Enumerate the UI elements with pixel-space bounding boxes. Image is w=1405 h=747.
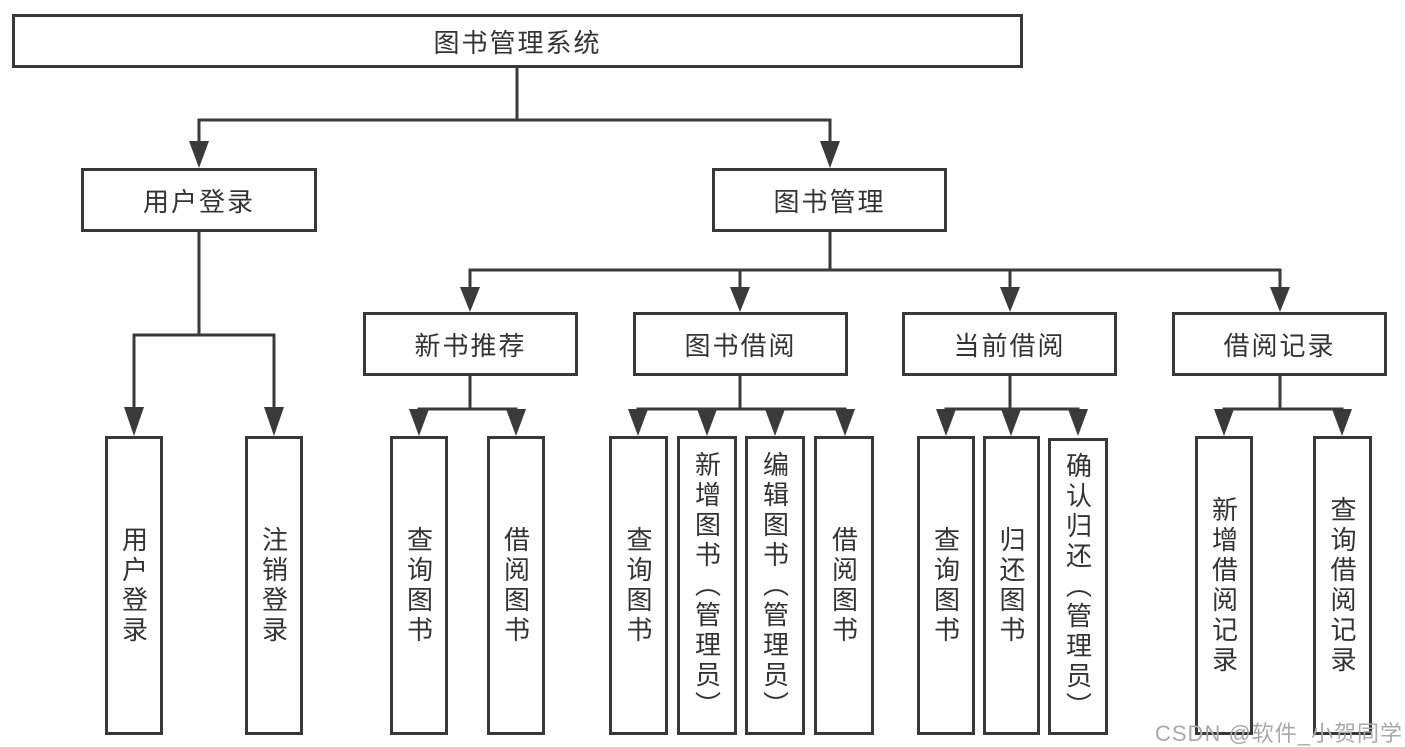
leaf-query-borrow-record: 查询借阅记录 bbox=[1313, 436, 1372, 735]
edges-new-book-recommend bbox=[409, 376, 526, 436]
node-new-book-recommend: 新书推荐 bbox=[363, 312, 578, 376]
arrowhead bbox=[936, 409, 956, 436]
arrowhead bbox=[1332, 409, 1352, 436]
node-label: 图书管理系统 bbox=[433, 27, 602, 58]
node-label: 当前借阅 bbox=[953, 330, 1066, 361]
edges-user-login bbox=[124, 232, 284, 436]
arrowhead bbox=[1270, 287, 1290, 312]
node-label: 新增借阅记录 bbox=[1208, 495, 1239, 676]
node-label: 归还图书 bbox=[996, 525, 1026, 646]
arrowhead bbox=[1068, 409, 1088, 436]
arrowhead bbox=[730, 287, 750, 312]
arrowhead bbox=[460, 287, 480, 312]
node-label: 查询借阅记录 bbox=[1327, 495, 1357, 676]
node-label: 查询图书 bbox=[403, 525, 434, 646]
node-label: 用户登录 bbox=[118, 525, 149, 646]
leaf-borrow-books-2: 借阅图书 bbox=[814, 436, 874, 735]
arrowhead bbox=[1000, 287, 1020, 312]
node-label: 新增图书（管理员） bbox=[691, 450, 722, 721]
csdn-watermark: CSDN @软件_小贺同学 bbox=[1155, 721, 1404, 746]
arrowhead bbox=[697, 409, 717, 436]
leaf-borrow-books-1: 借阅图书 bbox=[487, 436, 545, 735]
node-book-management: 图书管理 bbox=[712, 168, 947, 232]
node-book-borrowing: 图书借阅 bbox=[633, 312, 848, 376]
edges-root bbox=[189, 67, 840, 168]
leaf-add-borrow-record: 新增借阅记录 bbox=[1195, 436, 1253, 735]
node-label: 查询图书 bbox=[623, 525, 653, 646]
arrowhead bbox=[820, 141, 840, 168]
node-library-management-system: 图书管理系统 bbox=[12, 14, 1023, 68]
arrowhead bbox=[124, 407, 144, 436]
node-label: 借阅图书 bbox=[500, 525, 531, 646]
leaf-query-books-2: 查询图书 bbox=[609, 436, 668, 735]
arrowhead bbox=[628, 409, 648, 436]
node-label: 用户登录 bbox=[142, 186, 255, 217]
node-label: 借阅记录 bbox=[1223, 330, 1336, 361]
leaf-query-books-3: 查询图书 bbox=[917, 436, 975, 735]
arrowhead bbox=[1001, 409, 1021, 436]
node-user-login: 用户登录 bbox=[81, 168, 317, 232]
node-label: 新书推荐 bbox=[414, 330, 527, 361]
edges-current-borrowing bbox=[936, 376, 1088, 436]
arrowhead bbox=[506, 409, 526, 436]
node-label: 编辑图书（管理员） bbox=[759, 450, 790, 721]
node-label: 查询图书 bbox=[930, 525, 961, 646]
leaf-query-books-1: 查询图书 bbox=[390, 436, 448, 735]
edges-borrowing-records bbox=[1214, 376, 1352, 436]
leaf-edit-books-admin: 编辑图书（管理员） bbox=[745, 436, 805, 735]
node-label: 图书管理 bbox=[773, 186, 886, 217]
node-label: 借阅图书 bbox=[828, 525, 859, 646]
node-label: 图书借阅 bbox=[684, 330, 797, 361]
arrowhead bbox=[765, 409, 785, 436]
arrowhead bbox=[835, 409, 855, 436]
arrowhead bbox=[189, 141, 209, 168]
leaf-user-login: 用户登录 bbox=[105, 436, 163, 735]
edges-book-management bbox=[460, 232, 1290, 312]
leaf-confirm-return-admin: 确认归还（管理员） bbox=[1048, 438, 1108, 735]
node-label: 注销登录 bbox=[258, 525, 289, 646]
arrowhead bbox=[409, 409, 429, 436]
node-label: 确认归还（管理员） bbox=[1062, 451, 1093, 722]
node-current-borrowing: 当前借阅 bbox=[902, 312, 1117, 376]
node-borrowing-records: 借阅记录 bbox=[1172, 312, 1387, 376]
arrowhead bbox=[264, 407, 284, 436]
arrowhead bbox=[1214, 409, 1234, 436]
edges-book-borrowing bbox=[628, 376, 855, 436]
leaf-add-books-admin: 新增图书（管理员） bbox=[677, 436, 737, 735]
leaf-return-books: 归还图书 bbox=[983, 436, 1040, 735]
leaf-logout: 注销登录 bbox=[245, 436, 303, 735]
